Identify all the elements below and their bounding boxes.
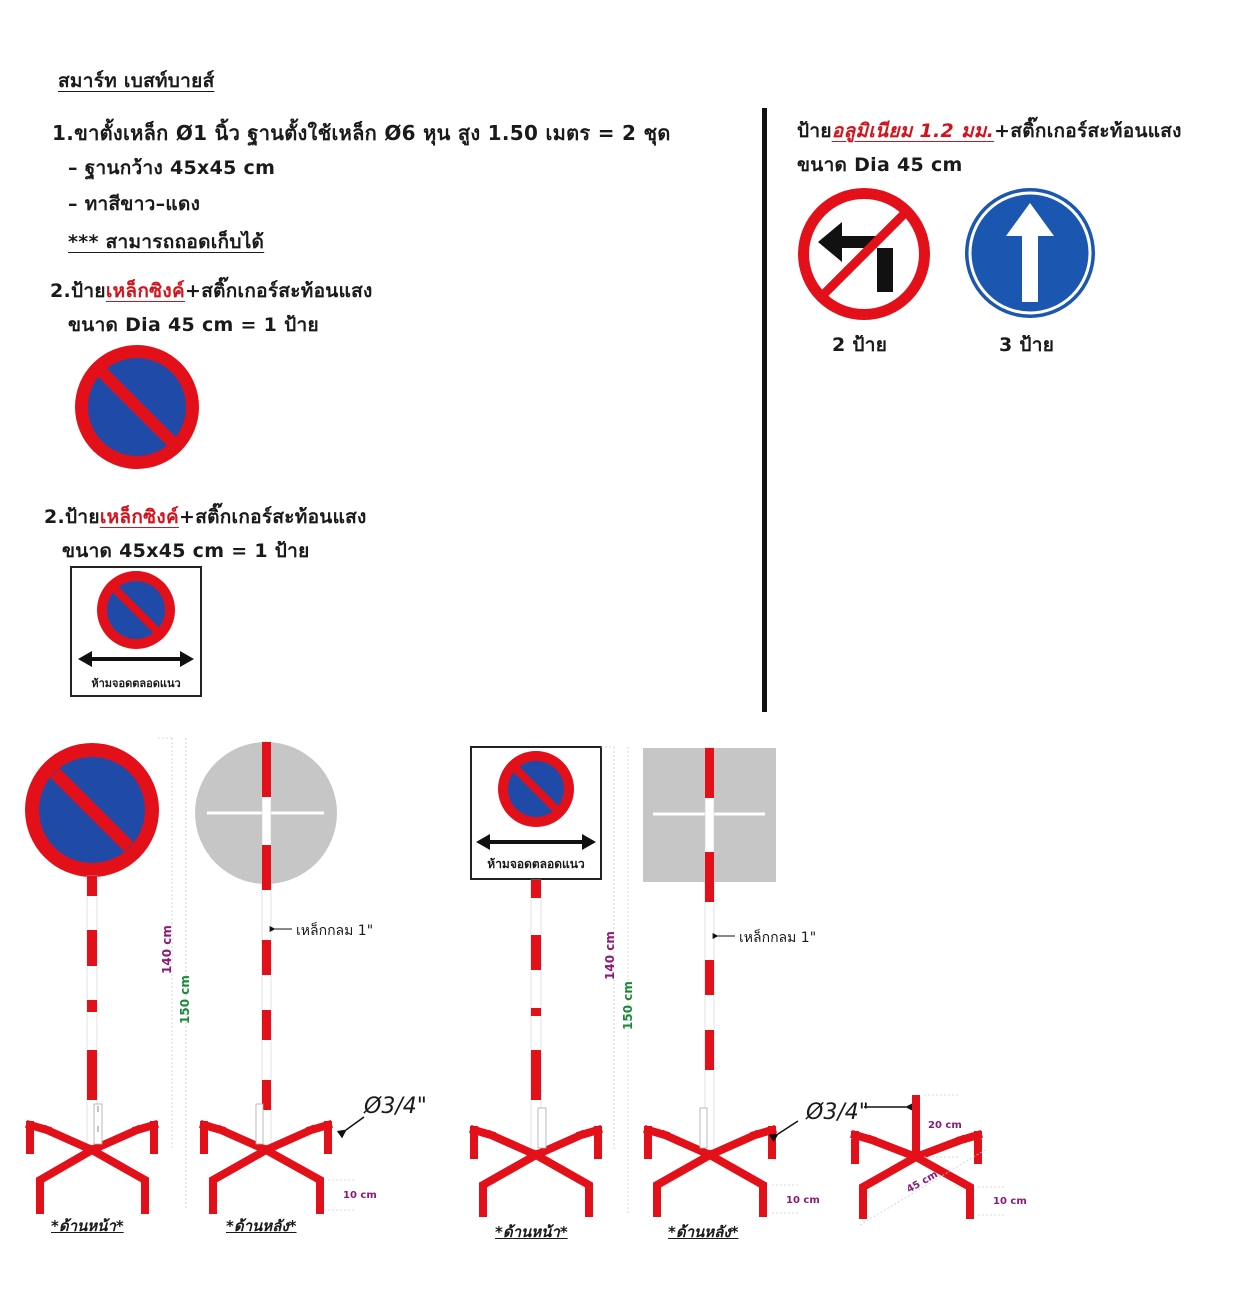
item2b-size: ขนาด 45x45 cm = 1 ป้าย <box>62 540 310 562</box>
stand1-back-caption: *ด้านหลัง* <box>226 1217 297 1235</box>
item3-title: ป้ายอลูมิเนียม 1.2 มม.+สติ๊กเกอร์สะท้อนแ… <box>797 116 1182 146</box>
item2a-title: 2.ป้ายเหล็กซิงค์+สติ๊กเกอร์สะท้อนแสง <box>50 276 373 306</box>
stand2-back <box>643 747 800 1217</box>
item2b-suffix: +สติ๊กเกอร์สะท้อนแสง <box>178 506 367 528</box>
stand2-dim-140: 140 cm <box>603 931 617 980</box>
item1-bullet-paint: – ทาสีขาว–แดง <box>68 193 201 215</box>
square-sign-text: ห้ามจอดตลอดแนว <box>91 677 181 690</box>
stand1-front <box>25 737 187 1214</box>
no-left-turn-sign <box>798 188 930 320</box>
item2b-title: 2.ป้ายเหล็กซิงค์+สติ๊กเกอร์สะท้อนแสง <box>44 502 367 532</box>
item2a-suffix: +สติ๊กเกอร์สะท้อนแสง <box>184 280 373 302</box>
stand2-dim-10: 10 cm <box>786 1195 820 1206</box>
stand2-back-caption: *ด้านหลัง* <box>668 1223 739 1241</box>
item1-title: 1.ขาตั้งเหล็ก Ø1 นิ้ว ฐานตั้งใช้เหล็ก Ø6… <box>52 121 671 145</box>
base-dim-20: 20 cm <box>928 1120 962 1131</box>
stand1-back <box>195 741 365 1214</box>
stand2-front <box>469 746 629 1217</box>
sign1-qty: 2 ป้าย <box>832 334 888 356</box>
stand1-front-caption: *ด้านหน้า* <box>51 1217 124 1235</box>
stand1-pipe-label: เหล็กกลม 1" <box>296 923 374 939</box>
item2b-prefix: 2.ป้าย <box>44 506 100 528</box>
no-parking-sign-square <box>70 566 202 697</box>
company-name: สมาร์ท เบสท์บายส์ <box>58 70 215 92</box>
stand1-dim-150: 150 cm <box>178 975 192 1024</box>
item3-suffix: +สติ๊กเกอร์สะท้อนแสง <box>994 120 1182 142</box>
item2a-size: ขนาด Dia 45 cm = 1 ป้าย <box>68 314 319 336</box>
stand2-pipe-label: เหล็กกลม 1" <box>739 930 817 946</box>
item3-material: อลูมิเนียม 1.2 มม. <box>831 120 995 142</box>
item2a-prefix: 2.ป้าย <box>50 280 106 302</box>
item3-prefix: ป้าย <box>797 120 832 142</box>
stand2-dim-150: 150 cm <box>621 981 635 1030</box>
base-dim-10: 10 cm <box>993 1196 1027 1207</box>
no-parking-sign-round <box>75 345 199 469</box>
stand1-dim-10: 10 cm <box>343 1190 377 1201</box>
sign2-qty: 3 ป้าย <box>999 334 1055 356</box>
stand1-dia-label: Ø3/4" <box>364 1094 427 1119</box>
item1-bullet-width: – ฐานกว้าง 45x45 cm <box>68 157 276 179</box>
stand2-front-caption: *ด้านหน้า* <box>495 1223 568 1241</box>
item2b-material: เหล็กซิงค์ <box>99 506 179 528</box>
item2a-material: เหล็กซิงค์ <box>105 280 185 302</box>
ahead-only-sign <box>965 188 1095 318</box>
stand2-dia-label: Ø3/4" <box>806 1100 869 1125</box>
item1-note: *** สามารถถอดเก็บได้ <box>68 231 265 253</box>
stand2-sign-text: ห้ามจอดตลอดแนว <box>487 857 585 871</box>
stand1-dim-140: 140 cm <box>160 925 174 974</box>
column-divider <box>762 108 767 712</box>
base-detail <box>850 1094 1004 1226</box>
item3-size: ขนาด Dia 45 cm <box>797 154 963 176</box>
